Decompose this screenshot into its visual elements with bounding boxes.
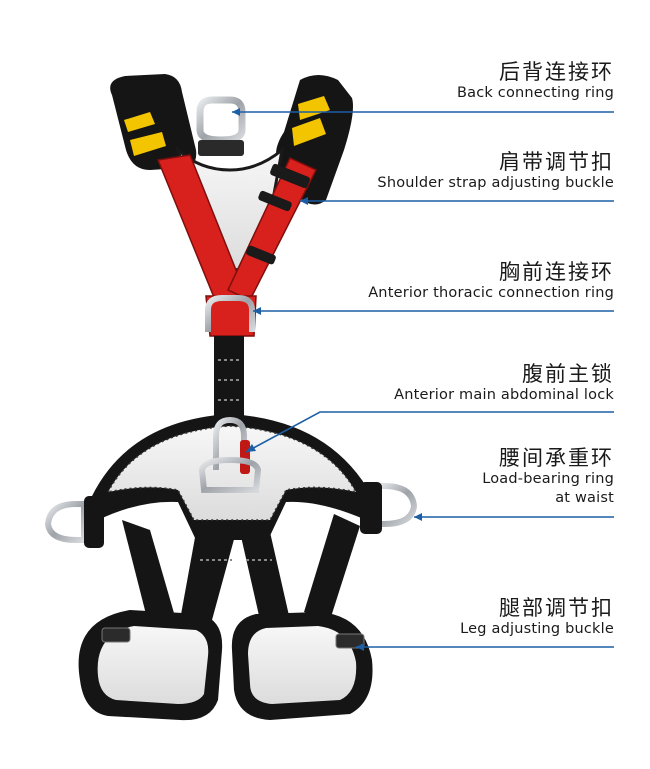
callout-waist-ring-en-2: at waist xyxy=(555,490,614,506)
callout-shoulder-buckle-zh: 肩带调节扣 xyxy=(499,150,614,174)
callout-leg-buckle-zh: 腿部调节扣 xyxy=(499,596,614,620)
callout-leg-buckle: 腿部调节扣 Leg adjusting buckle xyxy=(460,596,614,639)
callout-leg-buckle-en: Leg adjusting buckle xyxy=(460,621,614,637)
callout-waist-ring: 腰间承重环 Load-bearing ring at waist xyxy=(482,446,614,508)
chest-ring-icon xyxy=(205,295,255,332)
callout-chest-ring: 胸前连接环 Anterior thoracic connection ring xyxy=(368,260,614,303)
leg-loops xyxy=(78,610,373,721)
shoulder-buckle-icon xyxy=(246,163,310,265)
callout-waist-ring-zh: 腰间承重环 xyxy=(499,446,614,470)
leader-lines xyxy=(232,111,614,648)
callout-abdominal-lock-zh: 腹前主锁 xyxy=(522,362,614,386)
leg-straps xyxy=(122,514,360,630)
callout-chest-ring-en: Anterior thoracic connection ring xyxy=(368,285,614,301)
callout-abdominal-lock: 腹前主锁 Anterior main abdominal lock xyxy=(394,362,614,405)
callout-back-ring-zh: 后背连接环 xyxy=(499,60,614,84)
center-waist-ring-icon xyxy=(198,456,262,493)
waist-belt xyxy=(92,414,372,540)
callout-abdominal-lock-en: Anterior main abdominal lock xyxy=(394,387,614,403)
leg-buckle-icon xyxy=(101,627,365,649)
leader-arrowheads xyxy=(232,108,422,651)
callout-chest-ring-zh: 胸前连接环 xyxy=(499,260,614,284)
callout-waist-ring-en-1: Load-bearing ring xyxy=(482,471,614,487)
leader-abdominal-lock xyxy=(245,411,614,453)
callout-back-ring: 后背连接环 Back connecting ring xyxy=(457,60,614,103)
callout-shoulder-buckle-en: Shoulder strap adjusting buckle xyxy=(377,175,614,191)
waist-ring-icon xyxy=(44,482,418,548)
abdominal-lock-icon xyxy=(213,416,250,474)
shoulder-pads xyxy=(110,74,353,205)
back-ring-icon xyxy=(196,96,246,156)
callout-shoulder-buckle: 肩带调节扣 Shoulder strap adjusting buckle xyxy=(377,150,614,193)
callout-back-ring-en: Back connecting ring xyxy=(456,85,614,101)
